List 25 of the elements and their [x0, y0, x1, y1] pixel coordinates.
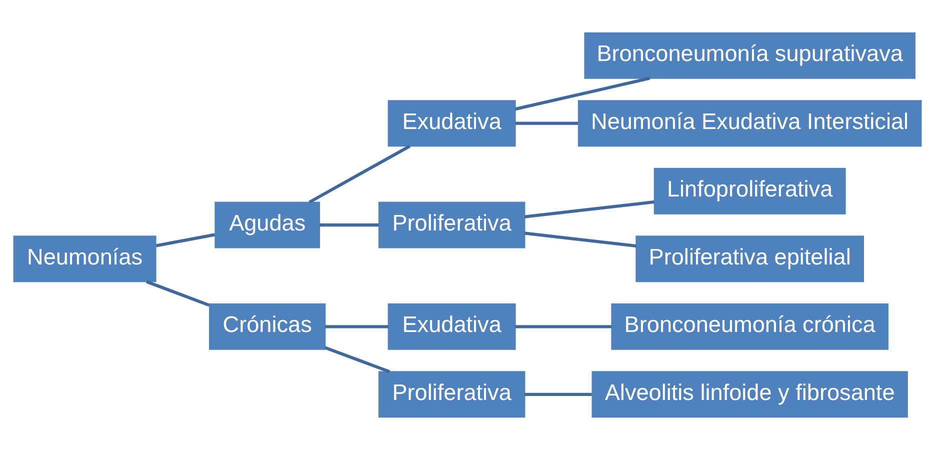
connector	[524, 200, 654, 218]
node-box: Bronconeumonía supurativava	[584, 32, 916, 79]
connector	[320, 223, 379, 227]
node-box: Proliferativa	[378, 202, 526, 248]
node-box: Neumonía Exudativa Intersticial	[578, 100, 922, 147]
connector	[308, 144, 411, 204]
connector	[524, 232, 636, 248]
connector	[515, 76, 650, 111]
node-box: Agudas	[214, 202, 320, 248]
connector	[515, 122, 578, 125]
connector	[524, 392, 592, 396]
connector	[324, 346, 390, 374]
connector	[515, 325, 612, 328]
node-box: Proliferativa	[378, 371, 526, 418]
node-box: Bronconeumonía crónica	[611, 303, 888, 350]
connector	[325, 325, 388, 328]
node-box: Neumonías	[13, 236, 156, 282]
node-box: Exudativa	[388, 303, 516, 350]
node-box: Crónicas	[209, 303, 326, 350]
node-box: Proliferativa epitelial	[636, 236, 864, 282]
node-box: Exudativa	[388, 100, 516, 147]
node-box: Linfoproliferativa	[654, 168, 846, 214]
connector	[146, 280, 210, 307]
connector	[156, 233, 216, 248]
node-box: Alveolitis linfoide y fibrosante	[592, 371, 908, 418]
